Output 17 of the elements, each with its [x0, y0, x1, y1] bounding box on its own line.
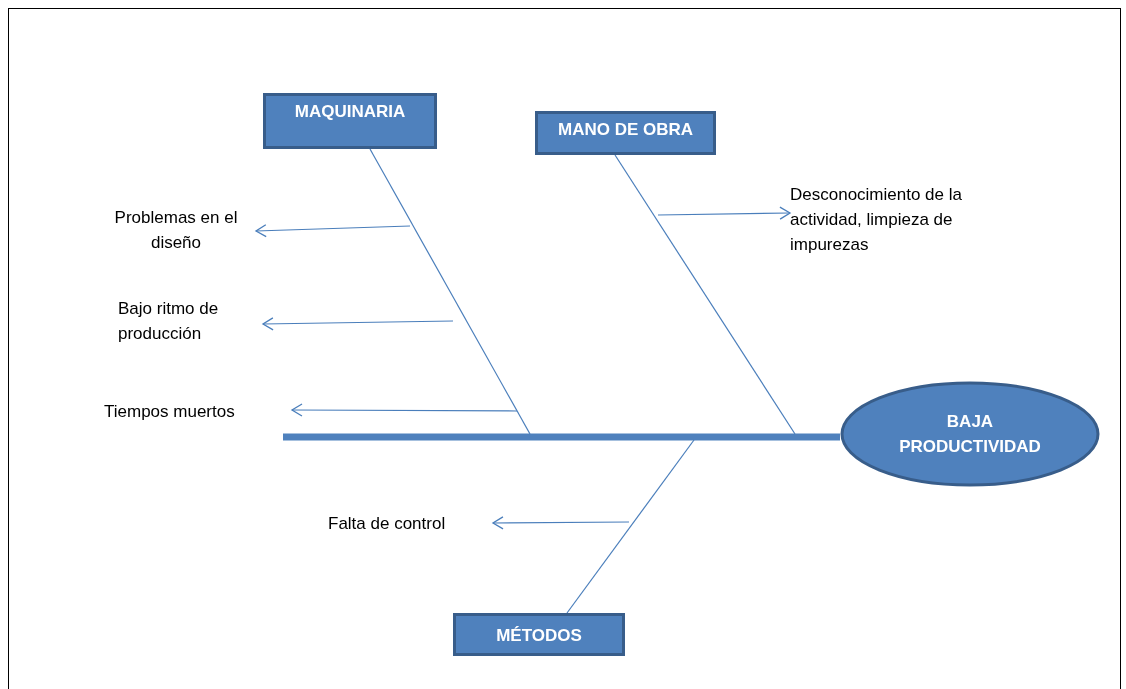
- cause-text: Bajo ritmo de producción: [118, 296, 263, 346]
- cause-text: Tiempos muertos: [104, 399, 292, 424]
- bone-line: [369, 148, 531, 435]
- cause-text: Desconocimiento de la actividad, limpieza de impurezas: [790, 182, 1010, 257]
- bone-line: [566, 439, 695, 614]
- effect-ellipse: BAJA PRODUCTIVIDAD: [840, 381, 1100, 487]
- arrow: [492, 516, 630, 530]
- arrow: [291, 403, 518, 417]
- category-box: MÉTODOS: [453, 613, 625, 656]
- category-box: MANO DE OBRA: [535, 111, 716, 155]
- category-box: MAQUINARIA: [263, 93, 437, 149]
- cause-text: Falta de control: [328, 511, 493, 536]
- bone-line: [614, 154, 796, 435]
- arrow: [262, 317, 454, 331]
- arrow: [255, 224, 411, 238]
- cause-text: Problemas en el diseño: [96, 205, 256, 255]
- arrow: [657, 206, 791, 220]
